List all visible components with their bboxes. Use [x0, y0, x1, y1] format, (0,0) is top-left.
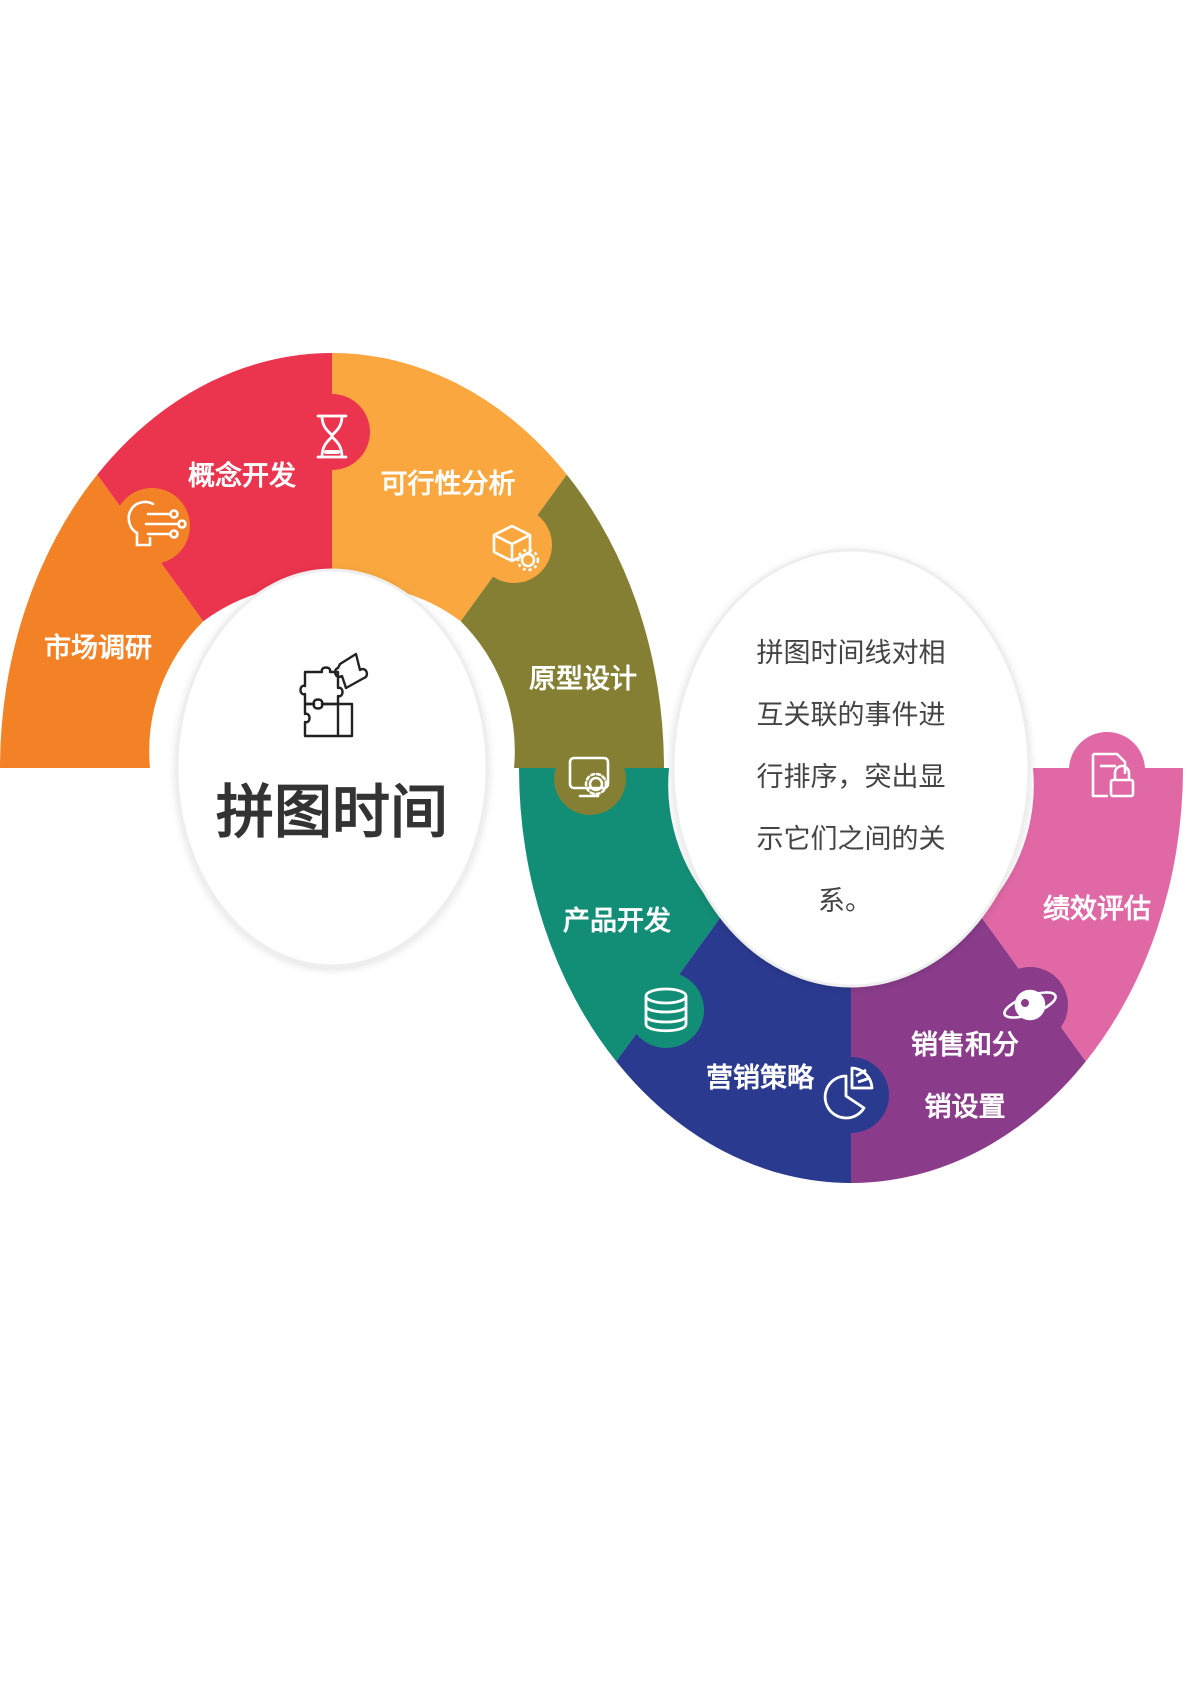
step-2-label: 概念开发 — [188, 460, 296, 492]
pie-chart-icon — [823, 1066, 874, 1120]
step-4-prototype-segment — [460, 474, 664, 768]
step-1-label: 市场调研 — [44, 632, 152, 664]
title-oval — [175, 568, 489, 968]
step-4-label: 原型设计 — [529, 664, 637, 695]
cube-gear-icon — [492, 524, 540, 572]
step-5-product-dev-segment — [519, 768, 723, 1062]
description-oval — [671, 548, 1031, 988]
step-3-label: 可行性分析 — [381, 468, 516, 500]
step-6-label: 营销策略 — [706, 1062, 815, 1094]
document-lock-icon — [1091, 752, 1135, 798]
knob-step-8 — [1069, 732, 1145, 808]
monitor-gear-icon — [568, 756, 610, 798]
step-5-label: 产品开发 — [563, 905, 671, 937]
description-line-4: 示它们之间的关 — [757, 824, 946, 855]
description-line-1: 拼图时间线对相 — [757, 638, 946, 669]
knob-step-5 — [628, 972, 704, 1048]
planet-icon — [1003, 989, 1057, 1021]
description-line-3: 行排序，突出显 — [757, 762, 946, 793]
diagram-title: 拼图时间 — [216, 778, 448, 846]
knob-step-3 — [476, 507, 552, 583]
step-8-evaluation-segment — [979, 768, 1183, 1062]
step-7-label-line2: 销设置 — [925, 1092, 1006, 1123]
database-icon — [644, 987, 688, 1033]
step-7-label-line1: 销售和分 — [911, 1029, 1019, 1061]
description-line-5: 系。 — [818, 886, 872, 917]
puzzle-icon — [299, 652, 369, 738]
step-8-label: 绩效评估 — [1043, 894, 1151, 925]
knob-step-4 — [554, 743, 626, 815]
knob-step-2 — [294, 394, 370, 470]
description-line-2: 互关联的事件进 — [757, 700, 946, 731]
head-network-icon — [127, 500, 187, 547]
step-1-market-research-segment — [0, 474, 204, 768]
hourglass-icon — [316, 414, 348, 459]
